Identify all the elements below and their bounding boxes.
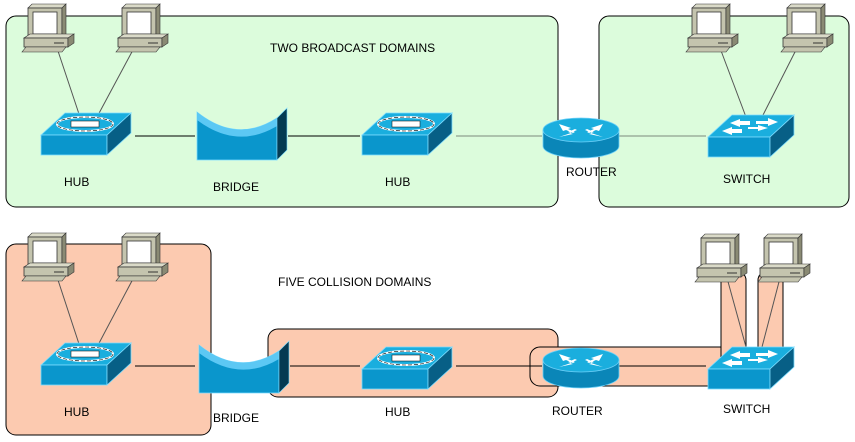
pc-icon (694, 233, 748, 283)
label-bridge: BRIDGE (213, 411, 259, 425)
broadcast-domain-left (5, 15, 559, 208)
pc-icon (685, 3, 739, 53)
pc-icon (780, 3, 834, 53)
label-router: ROUTER (566, 165, 617, 179)
link (96, 47, 135, 118)
label-hub: HUB (64, 405, 89, 419)
link (719, 47, 747, 118)
bottom-title: FIVE COLLISION DOMAINS (278, 275, 431, 289)
collision-domain-1 (5, 243, 212, 436)
label-switch: SWITCH (723, 402, 770, 416)
pc-icon (21, 232, 75, 282)
label-switch: SWITCH (723, 172, 770, 186)
label-hub: HUB (385, 175, 410, 189)
label-bridge: BRIDGE (213, 180, 259, 194)
pc-icon (757, 233, 811, 283)
label-hub: HUB (64, 175, 89, 189)
link (56, 276, 81, 348)
router-icon (542, 347, 620, 389)
link (761, 47, 798, 118)
label-hub: HUB (385, 405, 410, 419)
pc-icon (21, 3, 75, 53)
pc-icon (115, 232, 169, 282)
link (56, 47, 81, 118)
link (96, 276, 135, 348)
router-icon (542, 117, 620, 159)
top-title: TWO BROADCAST DOMAINS (270, 41, 435, 55)
pc-icon (115, 3, 169, 53)
link (761, 277, 781, 348)
label-router: ROUTER (552, 404, 603, 418)
link (726, 277, 747, 348)
